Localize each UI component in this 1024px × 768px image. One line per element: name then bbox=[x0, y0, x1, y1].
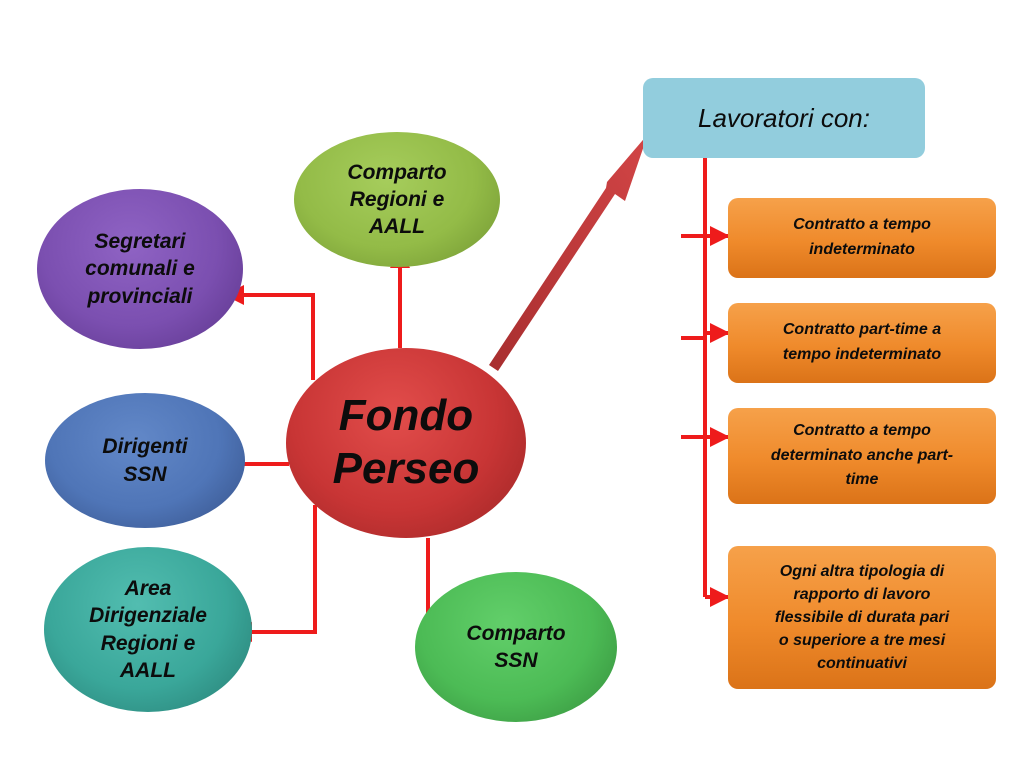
node-comparto-regioni-label: Comparto Regioni e AALL bbox=[347, 160, 447, 239]
node-comparto-regioni: Comparto Regioni e AALL bbox=[294, 132, 500, 267]
option-box: Contratto part-time a tempo indeterminat… bbox=[728, 303, 996, 383]
node-lavoratori: Lavoratori con: bbox=[643, 78, 925, 158]
node-segretari: Segretari comunali e provinciali bbox=[37, 189, 243, 349]
connector-segretari bbox=[224, 285, 315, 380]
option-box: Contratto a tempo determinato anche part… bbox=[728, 408, 996, 504]
node-fondo-perseo-label: Fondo Perseo bbox=[332, 391, 480, 493]
option-box: Ogni altra tipologia di rapporto di lavo… bbox=[728, 546, 996, 689]
node-comparto-ssn-label: Comparto SSN bbox=[466, 621, 566, 672]
node-area-dirigenziale-label: Area Dirigenziale Regioni e AALL bbox=[89, 576, 207, 682]
node-dirigenti: Dirigenti SSN bbox=[45, 393, 245, 528]
option-label: Ogni altra tipologia di rapporto di lavo… bbox=[774, 562, 950, 673]
big-arrow bbox=[489, 134, 648, 371]
node-fondo-perseo: Fondo Perseo bbox=[286, 348, 526, 538]
option-label: Contratto a tempo indeterminato bbox=[793, 216, 931, 258]
option-box: Contratto a tempo indeterminato bbox=[728, 198, 996, 278]
option-label: Contratto part-time a tempo indeterminat… bbox=[782, 321, 942, 363]
node-dirigenti-label: Dirigenti SSN bbox=[102, 435, 188, 486]
node-lavoratori-label: Lavoratori con: bbox=[698, 102, 870, 133]
node-segretari-label: Segretari comunali e provinciali bbox=[85, 230, 195, 308]
connector-area bbox=[232, 505, 317, 642]
node-area-dirigenziale: Area Dirigenziale Regioni e AALL bbox=[44, 547, 252, 712]
node-comparto-ssn: Comparto SSN bbox=[415, 572, 617, 722]
option-label: Contratto a tempo determinato anche part… bbox=[770, 421, 954, 489]
